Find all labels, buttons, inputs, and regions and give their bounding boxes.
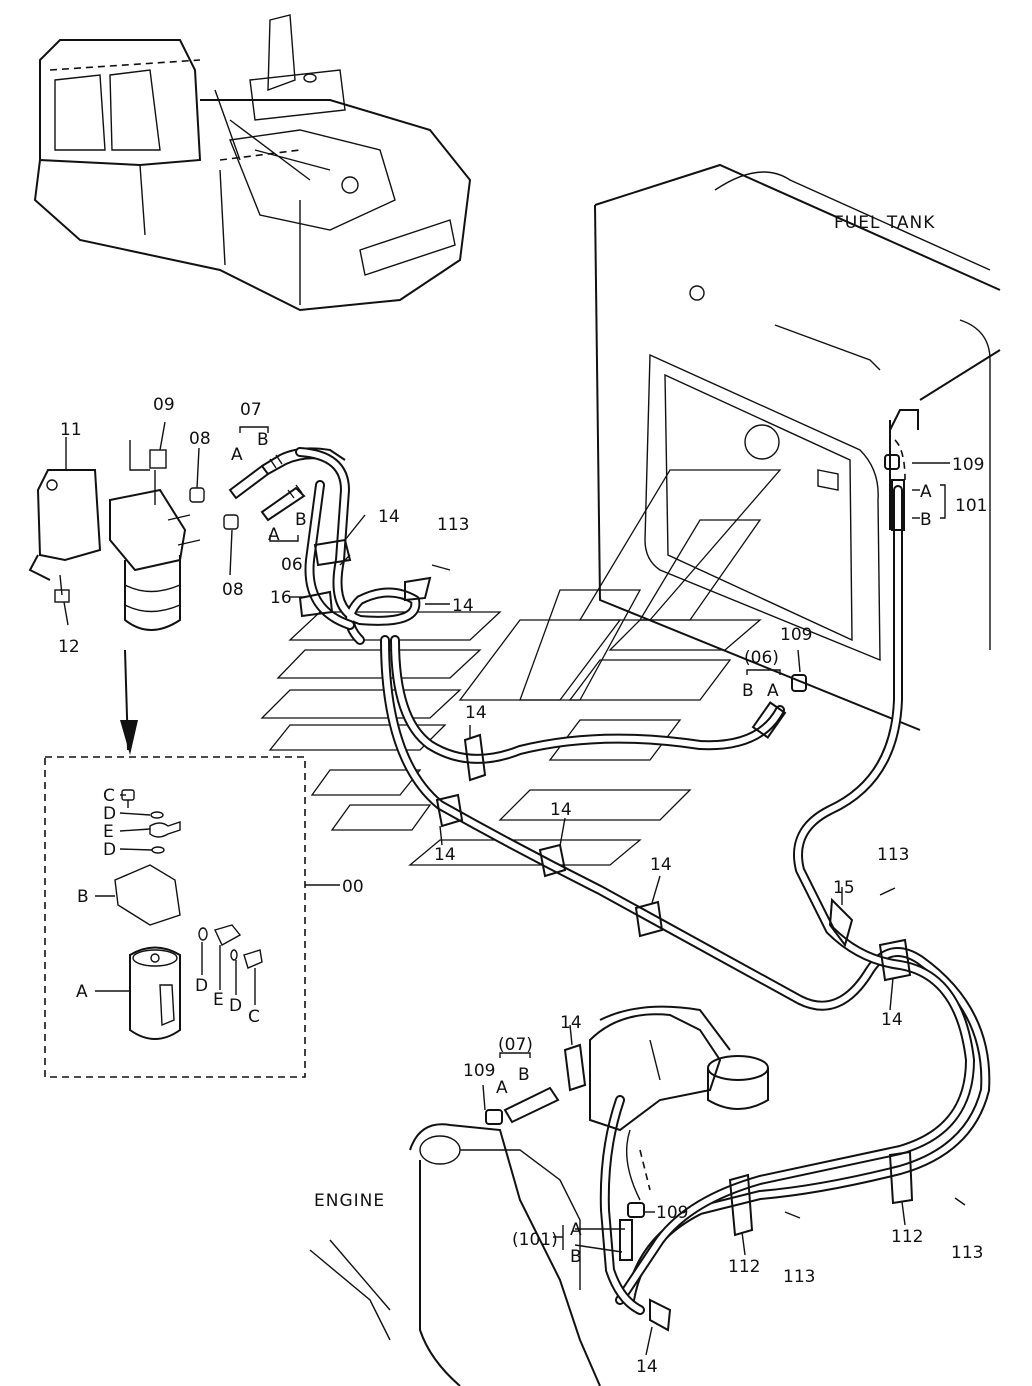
- callout-109-b: 109: [780, 625, 812, 645]
- excavator-overview-drawing: [33, 14, 472, 312]
- callout-113-a: 113: [437, 515, 469, 535]
- fuel-hose-routing: [295, 447, 991, 1315]
- callout-07-paren: (07): [498, 1035, 533, 1055]
- callout-A-mid: A: [268, 525, 280, 545]
- fuel-filter-assembly-drawing: [28, 440, 239, 755]
- fuel-tank-drawing: [594, 163, 1001, 731]
- detail-label-A: A: [76, 982, 88, 1002]
- engine-label: ENGINE: [314, 1191, 385, 1211]
- engine-drawing: [309, 1005, 769, 1386]
- callout-14-c: 14: [465, 703, 487, 723]
- callout-113-d: 113: [951, 1243, 983, 1263]
- callout-14-a: 14: [378, 507, 400, 527]
- callout-112-b: 112: [891, 1227, 923, 1247]
- detail-label-E-2: E: [213, 990, 224, 1010]
- callout-A-07: A: [496, 1078, 508, 1098]
- hose-clamps: [298, 538, 966, 1332]
- detail-label-D-2: D: [103, 840, 116, 860]
- callout-109-c: 109: [463, 1061, 495, 1081]
- detail-label-C-top: C: [103, 786, 115, 806]
- callout-07: 07: [240, 400, 262, 420]
- callout-11: 11: [60, 420, 82, 440]
- callout-B-101: B: [570, 1247, 582, 1267]
- callout-08-upper: 08: [189, 429, 211, 449]
- detail-label-B: B: [77, 887, 89, 907]
- callout-14-g: 14: [881, 1010, 903, 1030]
- callout-113-c: 113: [783, 1267, 815, 1287]
- callout-14-b: 14: [452, 596, 474, 616]
- callout-A-tank: A: [920, 482, 932, 502]
- callout-109-a: 109: [952, 455, 984, 475]
- detail-label-D-4: D: [229, 996, 242, 1016]
- callout-00: 00: [342, 877, 364, 897]
- callout-113-b: 113: [877, 845, 909, 865]
- callout-B-07: B: [518, 1065, 530, 1085]
- callout-14-i: 14: [636, 1357, 658, 1377]
- callout-14-h: 14: [560, 1013, 582, 1033]
- filter-detail-box: [44, 756, 340, 1078]
- callout-14-e: 14: [434, 845, 456, 865]
- callout-A-top: A: [231, 445, 243, 465]
- callout-16: 16: [270, 588, 292, 608]
- callout-06-paren: (06): [744, 648, 779, 668]
- callout-A-06: A: [767, 681, 779, 701]
- callout-109-d: 109: [656, 1203, 688, 1223]
- detail-label-E-1: E: [103, 822, 114, 842]
- callout-B-mid: B: [295, 510, 307, 530]
- callout-14-f: 14: [650, 855, 672, 875]
- callout-labels: 09 07 A B 11 08 08 12 A B 06 14 113 16 1…: [58, 395, 987, 1377]
- callout-12: 12: [58, 637, 80, 657]
- callout-101-paren: (101): [512, 1230, 558, 1250]
- callout-06: 06: [281, 555, 303, 575]
- callout-14-d: 14: [550, 800, 572, 820]
- fuel-tank-label: FUEL TANK: [834, 213, 935, 233]
- callout-112-a: 112: [728, 1257, 760, 1277]
- callout-09: 09: [153, 395, 175, 415]
- detail-label-C-bottom: C: [248, 1007, 260, 1027]
- callout-08-lower: 08: [222, 580, 244, 600]
- callout-A-101: A: [570, 1220, 582, 1240]
- detail-label-D-1: D: [103, 804, 116, 824]
- detail-box-labels: C D E D B A D E D C: [76, 786, 260, 1027]
- detail-label-D-3: D: [195, 976, 208, 996]
- callout-B-top: B: [257, 430, 269, 450]
- callout-15: 15: [833, 878, 855, 898]
- callout-B-tank: B: [920, 510, 932, 530]
- callout-101: 101: [955, 496, 987, 516]
- callout-B-06: B: [742, 681, 754, 701]
- callout-leader-lines: [63, 421, 950, 1356]
